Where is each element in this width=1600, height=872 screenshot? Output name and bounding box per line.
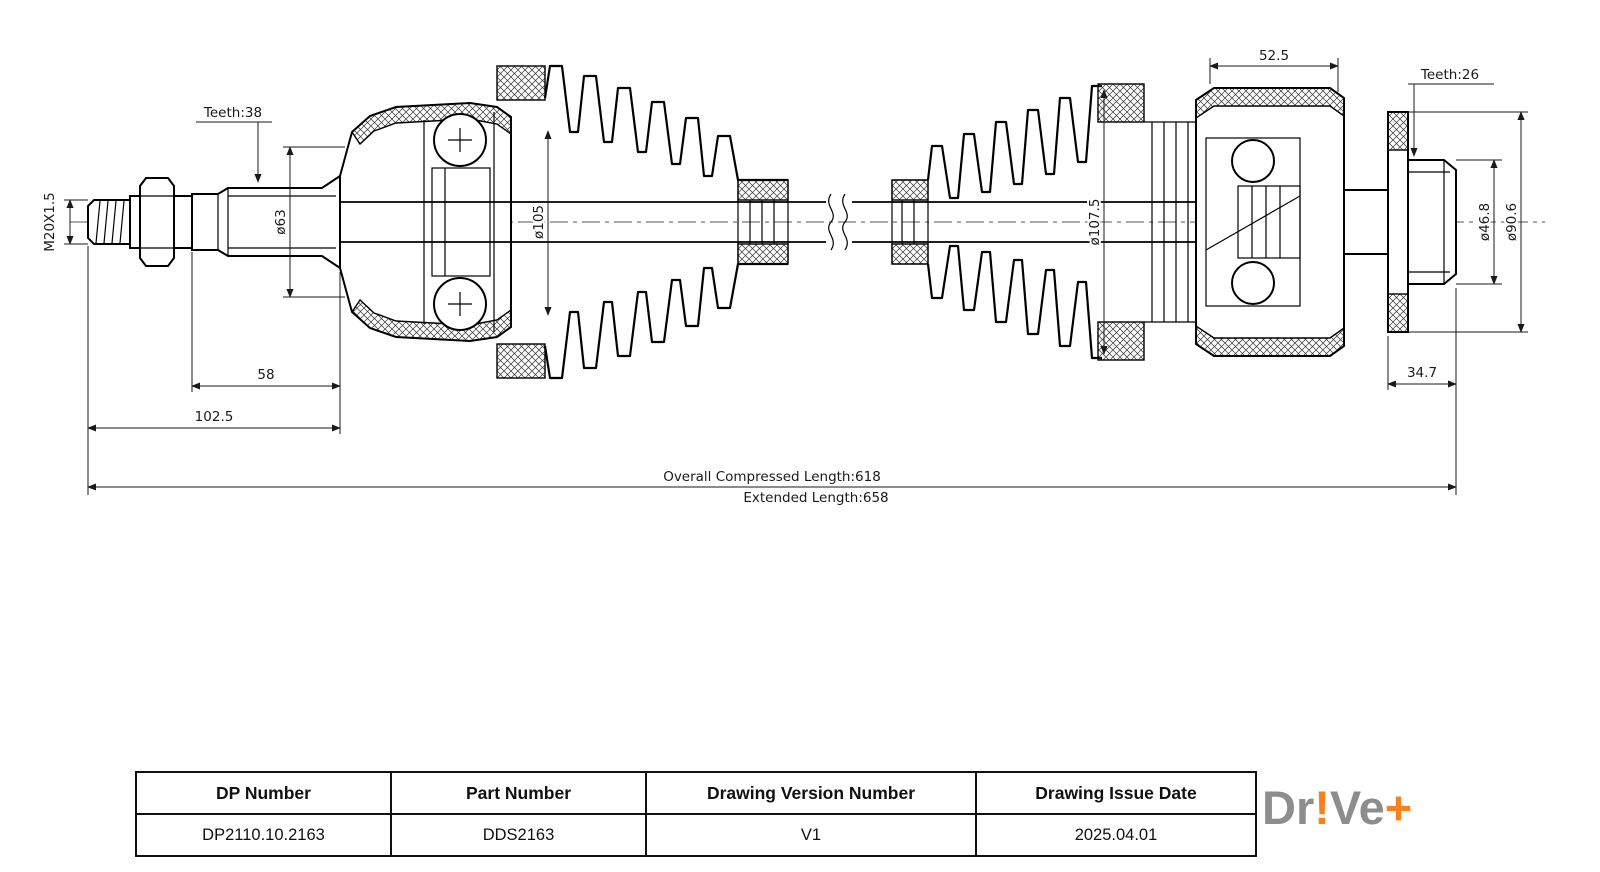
right-joint-wall-section-bottom — [1195, 324, 1345, 357]
left-threaded-stub — [87, 177, 193, 267]
left-cv-boot — [496, 64, 789, 380]
value-dp-number: DP2110.10.2163 — [135, 813, 392, 857]
dim-102-5-label: 102.5 — [195, 409, 234, 425]
right-output-end — [1343, 111, 1457, 333]
header-drawing-issue-date: Drawing Issue Date — [975, 771, 1257, 815]
teeth-right-label: Teeth:26 — [1420, 67, 1479, 83]
dia-107-5-label: ø107.5 — [1087, 199, 1103, 246]
value-part-number: DDS2163 — [390, 813, 647, 857]
right-boot-clamp-small-top — [891, 179, 929, 201]
value-drawing-issue-date: 2025.04.01 — [975, 813, 1257, 857]
shaft-break-line-right — [842, 193, 848, 251]
dim-52-5-label: 52.5 — [1259, 48, 1289, 64]
logo-text-dr: Dr — [1262, 781, 1315, 834]
left-cv-joint — [339, 101, 512, 343]
title-block: DP Number Part Number Drawing Version Nu… — [135, 771, 1257, 857]
brand-logo: Dr!Ve+ — [1262, 780, 1462, 835]
right-boot-clamp-large-bottom — [1097, 321, 1145, 361]
right-joint-wall-section-top — [1195, 87, 1345, 120]
right-bearing-ball-top — [1231, 139, 1275, 183]
output-spline-body — [1407, 159, 1457, 285]
value-drawing-version-number: V1 — [645, 813, 977, 857]
dia-105-label: ø105 — [531, 205, 547, 239]
dia-46-8-label: ø46.8 — [1477, 203, 1493, 241]
overall-compressed-length-label: Overall Compressed Length:618 — [663, 469, 881, 485]
joint-wall-section-top — [351, 102, 512, 146]
logo-exclamation-accent: ! — [1314, 781, 1330, 834]
output-stub-shaft — [1343, 189, 1389, 255]
header-drawing-version-number: Drawing Version Number — [645, 771, 977, 815]
title-block-table: DP Number Part Number Drawing Version Nu… — [135, 771, 1257, 857]
title-block-header-row: DP Number Part Number Drawing Version Nu… — [135, 771, 1257, 815]
logo-plus-accent: + — [1384, 781, 1413, 834]
left-spline-shaft — [191, 174, 341, 270]
thread-spec-label: M20X1.5 — [42, 192, 58, 252]
dia-63-label: ø63 — [273, 209, 289, 234]
header-part-number: Part Number — [390, 771, 647, 815]
boot-clamp-small-top — [737, 179, 789, 201]
boot-clamp-small-bottom — [737, 243, 789, 265]
driveshaft-technical-drawing: M20X1.5 Teeth:38 ø63 ø105 52.5 Teeth:26 … — [40, 46, 1545, 508]
title-block-value-row: DP2110.10.2163 DDS2163 V1 2025.04.01 — [135, 813, 1257, 857]
joint-wall-section-bottom — [351, 298, 512, 342]
boot-clamp-large-top — [496, 65, 546, 101]
extended-length-label: Extended Length:658 — [743, 490, 888, 506]
right-bearing-ball-bottom — [1231, 261, 1275, 305]
boot-clamp-large-bottom — [496, 343, 546, 379]
teeth-left-label: Teeth:38 — [203, 105, 262, 121]
shaft-break-line-left — [828, 193, 834, 251]
right-boot-clamp-large-top — [1097, 83, 1145, 123]
dim-34-7-label: 34.7 — [1407, 365, 1437, 381]
right-boot-clamp-small-bottom — [891, 243, 929, 265]
center-shaft — [340, 193, 1240, 251]
header-dp-number: DP Number — [135, 771, 392, 815]
dia-90-6-label: ø90.6 — [1504, 203, 1520, 241]
dimensions: M20X1.5 Teeth:38 ø63 ø105 52.5 Teeth:26 … — [40, 46, 1528, 508]
right-cv-joint — [1144, 87, 1345, 357]
dim-58-label: 58 — [257, 367, 274, 383]
logo-text-ve: Ve — [1329, 781, 1385, 834]
